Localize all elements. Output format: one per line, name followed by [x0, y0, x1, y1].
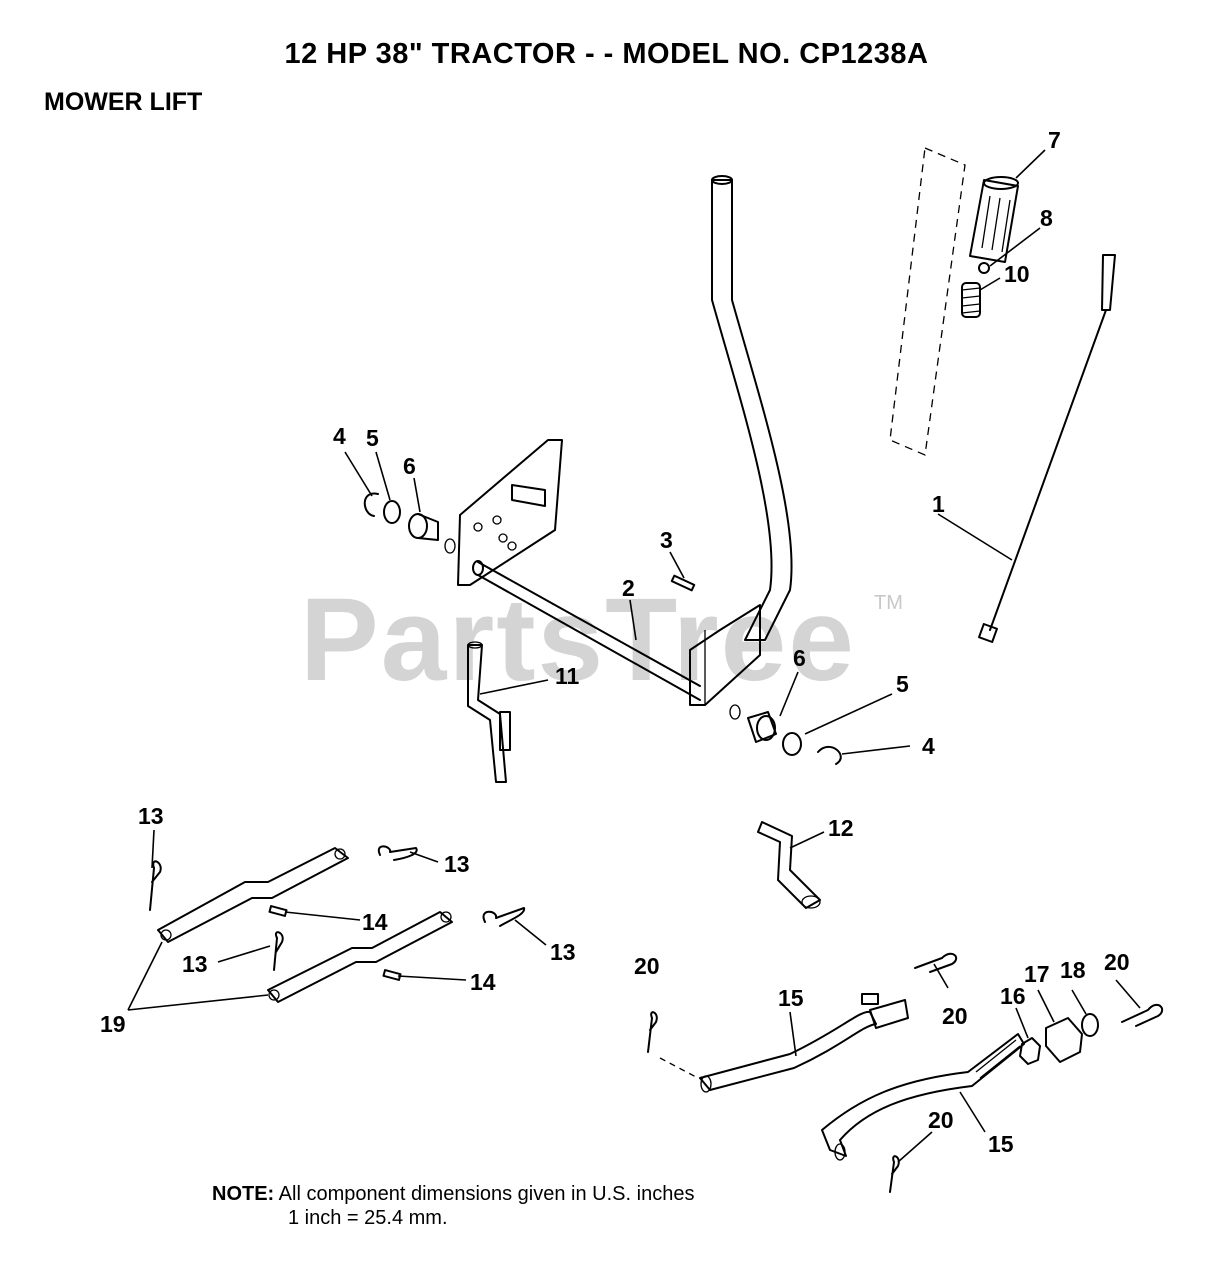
callout-13-a: 13: [138, 803, 164, 829]
callout-14-upper: 14: [362, 909, 388, 935]
hairpin-clip-5[interactable]: [647, 1011, 658, 1053]
hairpin-clip-2[interactable]: [377, 845, 418, 861]
callout-1: 1: [932, 491, 945, 517]
lift-handle[interactable]: [711, 175, 793, 641]
note-line-1: All component dimensions given in U.S. i…: [278, 1183, 695, 1205]
bushing-left[interactable]: [408, 513, 456, 554]
callout-6-right: 6: [793, 645, 806, 671]
callout-19: 19: [100, 1011, 126, 1037]
callout-2: 2: [622, 575, 635, 601]
section-title: MOWER LIFT: [44, 88, 203, 116]
hairpin-clip-6[interactable]: [914, 952, 958, 973]
callout-12: 12: [828, 815, 854, 841]
callout-18: 18: [1060, 957, 1086, 983]
lift-link-left[interactable]: [467, 641, 511, 783]
callout-20-b: 20: [942, 1003, 968, 1029]
dimension-note: NOTE: All component dimensions given in …: [212, 1182, 694, 1230]
hairpin-clip-3[interactable]: [273, 931, 284, 971]
hairpin-clip-8[interactable]: [889, 1155, 900, 1193]
callout-16: 16: [1000, 983, 1026, 1009]
washer-right[interactable]: [782, 732, 802, 756]
lift-link-right[interactable]: [757, 821, 821, 909]
callout-labels: 1 2 3 4 4 5 5 6 6 7 8 10 11 12 13 13 13 …: [100, 127, 1130, 1157]
retaining-ring-left[interactable]: [363, 492, 379, 517]
lift-rod-lower[interactable]: [821, 1033, 1025, 1161]
bushing-right[interactable]: [729, 704, 777, 743]
callout-13-d: 13: [550, 939, 576, 965]
lift-rod-upper[interactable]: [659, 993, 909, 1093]
detent-ball[interactable]: [978, 262, 990, 274]
callout-4-left: 4: [333, 423, 346, 449]
lift-rod[interactable]: [978, 254, 1116, 643]
hairpin-clip-4[interactable]: [482, 907, 526, 927]
clevis-pin-lower[interactable]: [382, 969, 402, 981]
lift-link-plate-upper[interactable]: [157, 847, 349, 943]
callout-13-b: 13: [444, 851, 470, 877]
callout-20-d: 20: [928, 1107, 954, 1133]
callout-15-upper: 15: [778, 985, 804, 1011]
mounting-bracket[interactable]: [457, 439, 563, 586]
callout-5-right: 5: [896, 671, 909, 697]
ferrule[interactable]: [1081, 1013, 1099, 1037]
hairpin-clip-7[interactable]: [1121, 1004, 1164, 1027]
lift-shaft[interactable]: [472, 560, 761, 706]
diagram-title: 12 HP 38" TRACTOR - - MODEL NO. CP1238A: [284, 38, 929, 70]
callout-20-a: 20: [634, 953, 660, 979]
note-label: NOTE:: [212, 1183, 275, 1205]
callout-3: 3: [660, 527, 673, 553]
callout-5-left: 5: [366, 425, 379, 451]
callout-11: 11: [555, 663, 580, 689]
callout-15-lower: 15: [988, 1131, 1014, 1157]
handle-grip[interactable]: [969, 176, 1019, 263]
callout-17: 17: [1024, 961, 1050, 987]
callout-13-c: 13: [182, 951, 208, 977]
callout-14-lower: 14: [470, 969, 496, 995]
hex-nut[interactable]: [1019, 1037, 1041, 1065]
leader-lines: [127, 149, 1141, 1163]
clevis-pin-upper[interactable]: [268, 905, 288, 917]
shaft-key[interactable]: [670, 574, 696, 592]
callout-8: 8: [1040, 205, 1053, 231]
compression-spring[interactable]: [961, 282, 981, 318]
washer-left[interactable]: [383, 500, 401, 524]
callout-10: 10: [1004, 261, 1030, 287]
trademark-mark: TM: [874, 592, 903, 614]
callout-4-right: 4: [922, 733, 935, 759]
handle-outline-dashed: [889, 147, 966, 456]
hairpin-clip-1[interactable]: [149, 860, 162, 911]
note-line-2: 1 inch = 25.4 mm.: [288, 1207, 448, 1229]
callout-7: 7: [1048, 127, 1061, 153]
retaining-ring-right[interactable]: [817, 745, 842, 765]
callout-6-left: 6: [403, 453, 416, 479]
callout-20-c: 20: [1104, 949, 1130, 975]
trunnion[interactable]: [1045, 1017, 1083, 1063]
lift-link-plate-lower[interactable]: [267, 911, 453, 1003]
